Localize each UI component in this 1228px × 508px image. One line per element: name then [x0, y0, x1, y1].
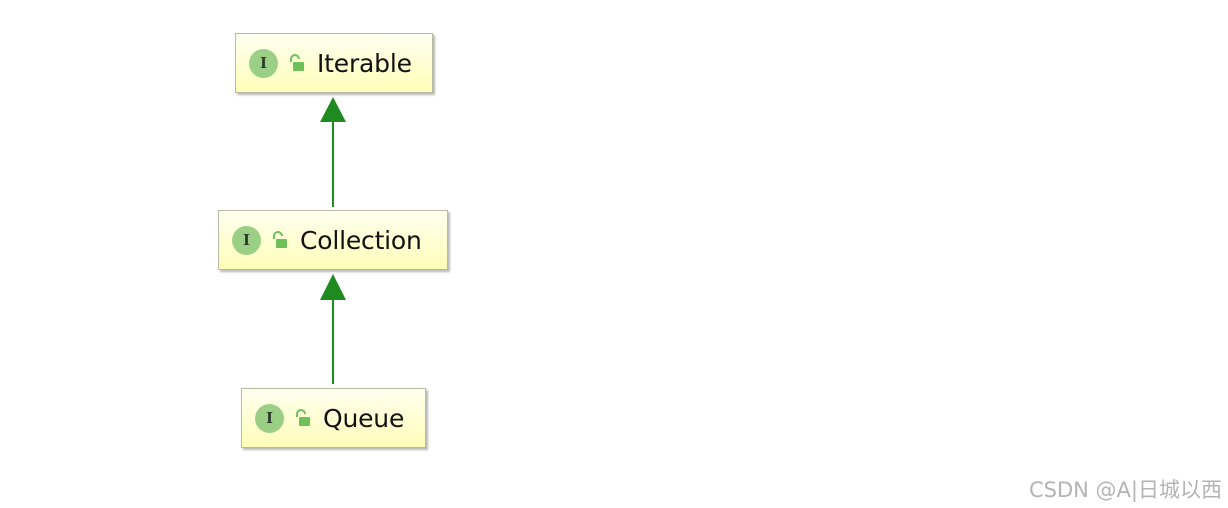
- unlock-icon: [273, 231, 287, 248]
- unlock-icon: [296, 409, 310, 426]
- node-label: Iterable: [317, 48, 412, 78]
- interface-badge-icon: I: [249, 48, 278, 78]
- interface-badge-icon: I: [255, 403, 284, 433]
- node-collection[interactable]: I Collection: [218, 210, 448, 270]
- node-label: Queue: [323, 403, 405, 433]
- node-iterable[interactable]: I Iterable: [235, 33, 433, 93]
- interface-badge-icon: I: [232, 225, 261, 255]
- unlock-icon: [290, 54, 304, 71]
- arrowhead-collection: [320, 274, 346, 300]
- node-queue[interactable]: I Queue: [241, 388, 426, 448]
- node-label: Collection: [300, 225, 422, 255]
- watermark: CSDN @A|日城以西: [1029, 478, 1222, 502]
- arrowhead-iterable: [320, 97, 346, 122]
